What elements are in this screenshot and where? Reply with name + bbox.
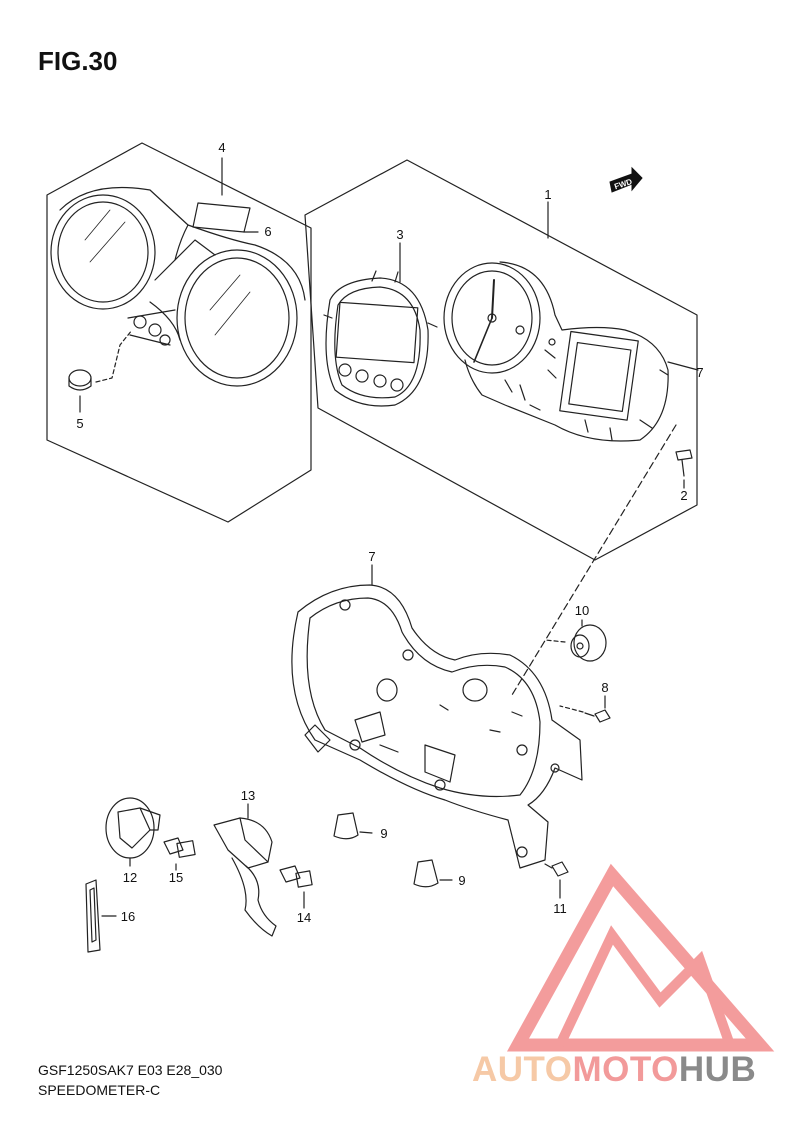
part-label-9b[interactable]: 9 xyxy=(458,873,465,888)
assembly-frame-left xyxy=(46,142,312,523)
figure-title: FIG.30 xyxy=(38,46,118,76)
m-triangle-logo-icon xyxy=(506,863,775,1052)
bulb-drawing xyxy=(68,369,92,391)
grommet-drawing xyxy=(570,624,607,662)
part-label-5[interactable]: 5 xyxy=(76,416,83,431)
section-name: SPEEDOMETER-C xyxy=(38,1082,161,1098)
part-label-11[interactable]: 11 xyxy=(553,901,567,916)
part-label-9a[interactable]: 9 xyxy=(380,826,387,841)
leader-9a xyxy=(359,831,373,834)
part-label-7-upper[interactable]: 7 xyxy=(696,365,703,380)
leader-10b xyxy=(544,639,566,643)
label-sticker-drawing xyxy=(192,202,251,233)
socket-drawing xyxy=(105,797,161,859)
part-label-16[interactable]: 16 xyxy=(121,909,135,924)
part-label-4[interactable]: 4 xyxy=(218,140,225,155)
leader-8b xyxy=(559,705,584,713)
assembly-link-line xyxy=(511,424,677,696)
leader-7a xyxy=(667,361,699,371)
svg-text:FWD: FWD xyxy=(613,177,633,191)
part-label-3[interactable]: 3 xyxy=(396,227,403,242)
watermark-text: AUTOMOTOHUB xyxy=(472,1050,756,1090)
part-labels: 1 2 3 4 5 6 7 7 8 9 9 10 11 12 13 14 15 … xyxy=(76,140,703,925)
leader-5 xyxy=(95,329,133,383)
watermark-auto: AUTO xyxy=(472,1050,573,1089)
part-label-6[interactable]: 6 xyxy=(264,224,271,239)
bulb-15-drawing xyxy=(163,837,196,858)
screw-8-drawing xyxy=(584,709,611,723)
fwd-arrow-icon: FWD xyxy=(609,166,643,193)
part-label-2[interactable]: 2 xyxy=(680,488,687,503)
meter-unit-drawing xyxy=(443,261,669,442)
part-label-7-lower[interactable]: 7 xyxy=(368,549,375,564)
display-bezel-drawing xyxy=(323,270,438,407)
meter-case-drawing xyxy=(291,584,583,869)
part-label-8[interactable]: 8 xyxy=(601,680,608,695)
watermark-hub: HUB xyxy=(678,1050,757,1089)
part-label-12[interactable]: 12 xyxy=(123,870,137,885)
assembly-frame-right xyxy=(304,159,698,561)
meter-cover-drawing xyxy=(50,187,306,387)
part-label-1[interactable]: 1 xyxy=(544,187,551,202)
part-label-13[interactable]: 13 xyxy=(241,788,255,803)
cap-9b-drawing xyxy=(413,859,439,888)
screw-14-drawing xyxy=(279,865,313,888)
model-code: GSF1250SAK7 E03 E28_030 xyxy=(38,1062,223,1078)
part-label-15[interactable]: 15 xyxy=(169,870,183,885)
watermark-moto: MOTO xyxy=(572,1050,679,1089)
cap-9a-drawing xyxy=(333,812,359,840)
screw-11-drawing xyxy=(544,861,569,877)
screw-2-drawing xyxy=(675,449,693,477)
part-label-10[interactable]: 10 xyxy=(575,603,589,618)
part-label-14[interactable]: 14 xyxy=(297,910,311,925)
socket-13-drawing xyxy=(213,817,277,937)
clamp-drawing xyxy=(85,879,101,953)
